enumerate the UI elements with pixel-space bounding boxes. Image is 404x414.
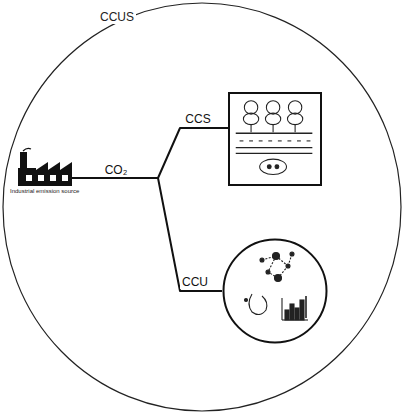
branch-connector xyxy=(66,128,228,178)
branch-connector xyxy=(66,178,222,291)
storage-illustration xyxy=(236,101,313,175)
branch-label: CCS xyxy=(183,112,212,126)
branch-label: CCU xyxy=(180,275,210,289)
storage-box-outline xyxy=(230,94,320,184)
ccus-title: CCUS xyxy=(98,10,136,24)
utilization-illustration xyxy=(245,252,309,320)
source-caption: Industrial emission source xyxy=(8,188,81,194)
emission-source-node: Industrial emission source xyxy=(8,146,84,196)
factory-icon xyxy=(18,148,72,186)
utilization-circle-outline xyxy=(222,238,328,344)
gas-label: CO₂ xyxy=(103,163,130,177)
utilization-circle xyxy=(222,238,328,344)
storage-box xyxy=(228,92,322,186)
